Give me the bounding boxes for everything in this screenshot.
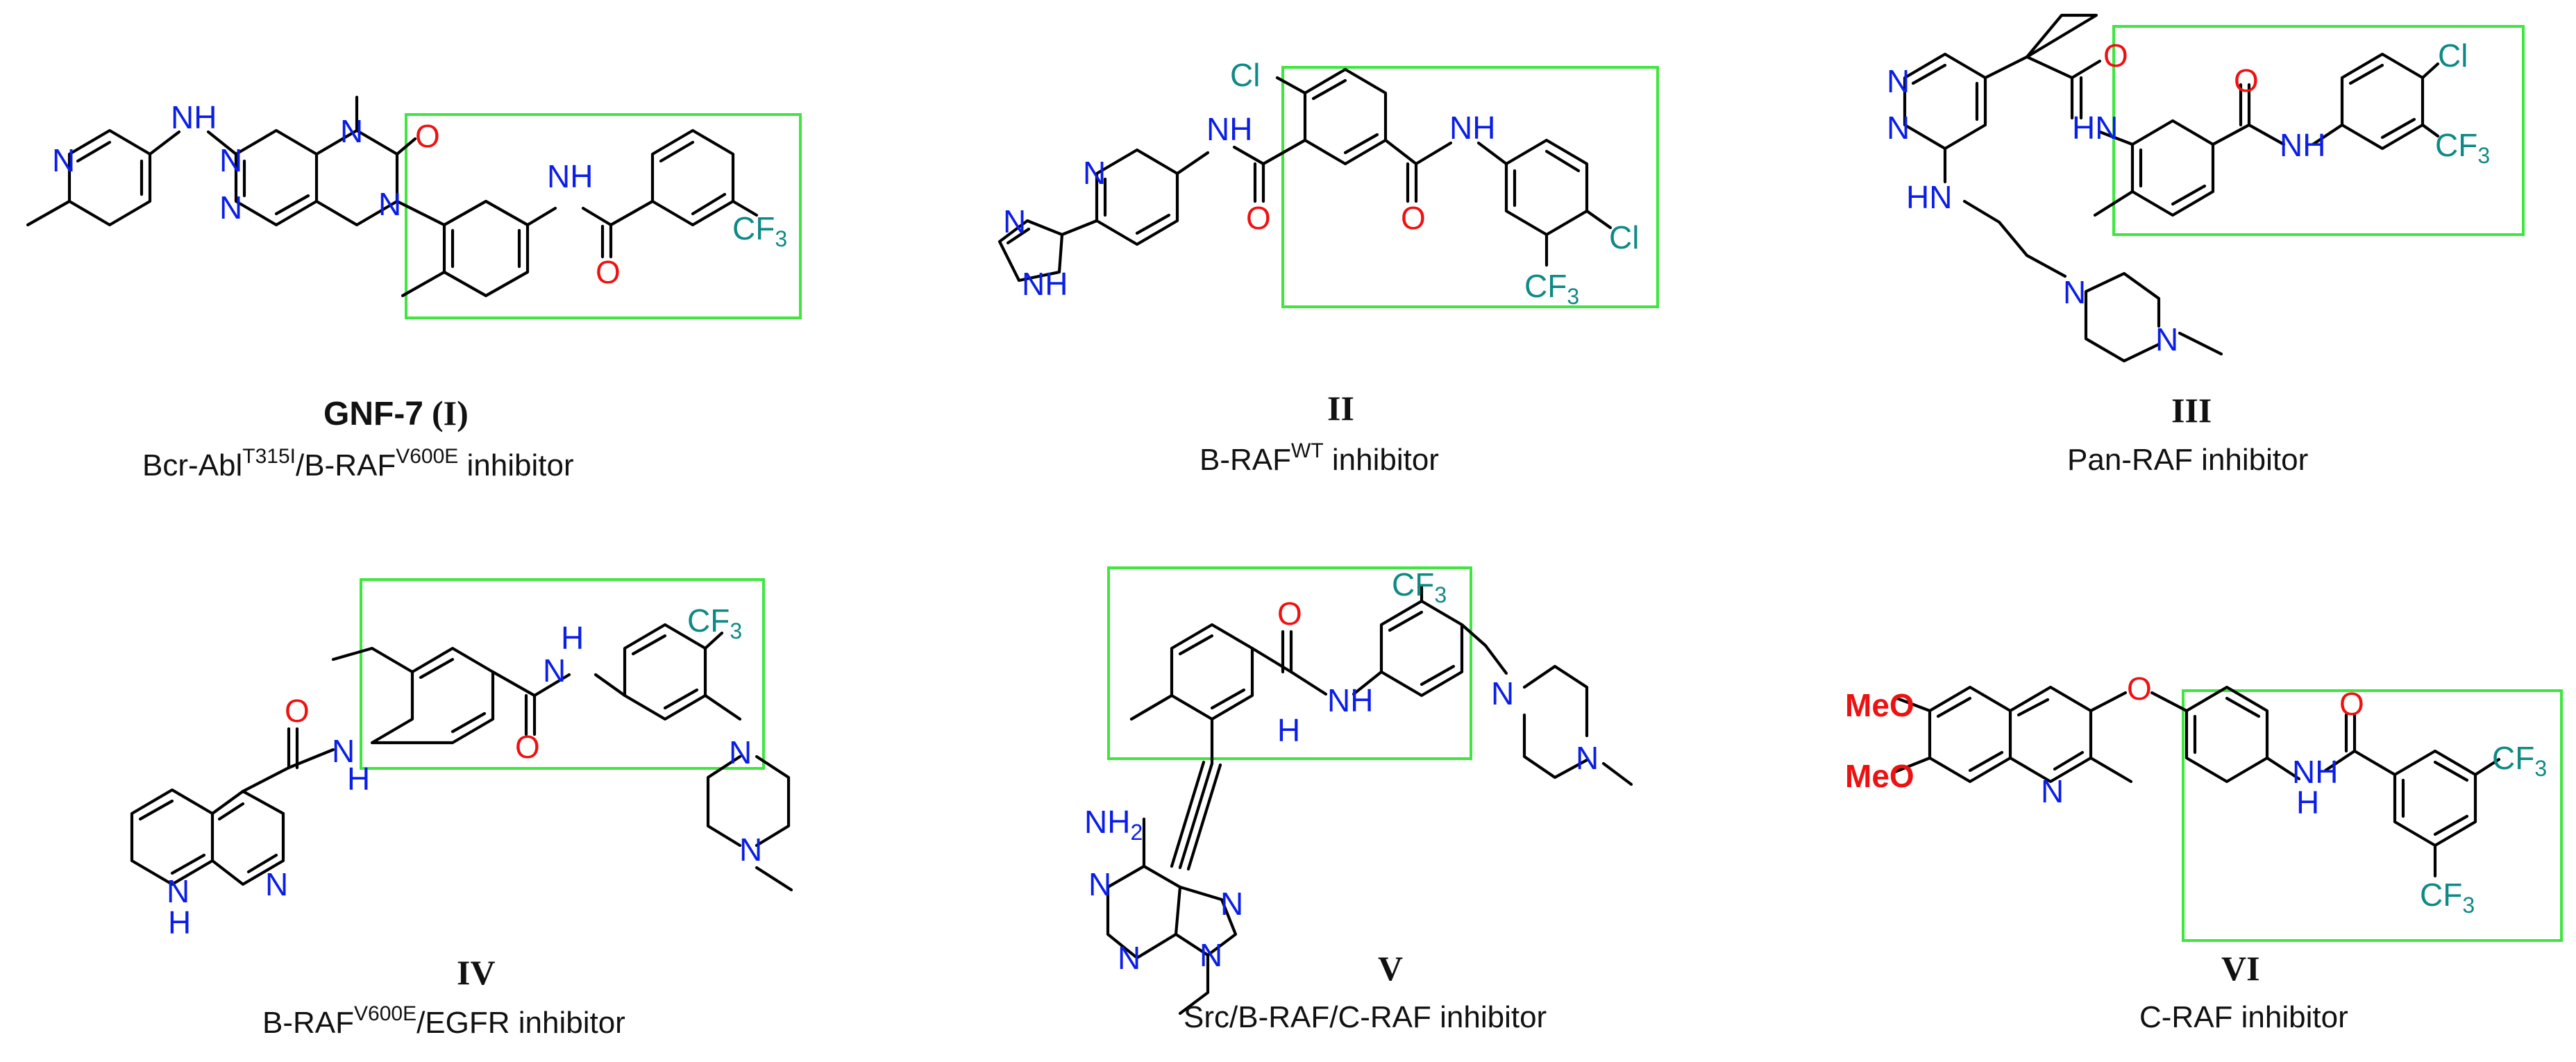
atom-n: N bbox=[2063, 274, 2086, 310]
compound-VI-structure: MeO MeO N O NH H O CF3 CF3 VI C-RAF inhi… bbox=[1845, 671, 2563, 1034]
atom-h: H bbox=[347, 761, 370, 797]
atom-cl: Cl bbox=[1609, 219, 1639, 255]
compound-caption: C-RAF inhibitor bbox=[2139, 1000, 2348, 1034]
pharmacophore-box bbox=[2112, 25, 2525, 236]
atom-cl: Cl bbox=[1230, 57, 1260, 93]
atom-nh: NH bbox=[1327, 682, 1373, 718]
atom-h: H bbox=[2296, 784, 2319, 820]
compound-label: II bbox=[1327, 389, 1354, 428]
atom-h: H bbox=[561, 620, 584, 656]
atom-n: N bbox=[167, 873, 190, 909]
compound-caption: Bcr-AblT315I/B-RAFV600E inhibitor bbox=[142, 445, 574, 482]
atom-nh-amide: NH bbox=[547, 158, 593, 194]
atom-hn: HN bbox=[2072, 110, 2118, 146]
cf3-group: CF3 bbox=[1524, 268, 1579, 309]
compound-caption: Pan-RAF inhibitor bbox=[2067, 443, 2308, 477]
methoxy-group: MeO bbox=[1845, 687, 1914, 723]
atom-o: O bbox=[285, 693, 310, 729]
cf3-group: CF3 bbox=[2492, 740, 2547, 781]
pharmacophore-box bbox=[2182, 689, 2563, 942]
compound-III-structure: N N O HN HN N N O NH Cl CF3 III Pan-RAF … bbox=[1887, 13, 2525, 477]
cf3-group: CF3 bbox=[2435, 127, 2490, 168]
pharmacophore-box bbox=[360, 578, 765, 770]
atom-nh: NH bbox=[1022, 266, 1068, 302]
atom-n: N bbox=[1118, 940, 1140, 976]
pharmacophore-box bbox=[1107, 566, 1472, 760]
atom-o: O bbox=[1246, 200, 1271, 236]
atom-n: N bbox=[739, 832, 762, 868]
atom-n: N bbox=[1576, 740, 1599, 776]
atom-n: N bbox=[219, 189, 242, 226]
atom-o: O bbox=[1401, 200, 1426, 236]
atom-hn: HN bbox=[1906, 179, 1952, 215]
atom-n: N bbox=[340, 113, 363, 149]
compound-label: VI bbox=[2221, 949, 2260, 988]
cf3-group: CF3 bbox=[687, 602, 742, 643]
compound-V-structure: NH2 N N N N O NH H CF3 N N V Src/B-RAF/C… bbox=[1084, 566, 1633, 1034]
atom-n: N bbox=[1887, 110, 1910, 146]
atom-n: N bbox=[1491, 675, 1514, 711]
atom-n: N bbox=[1220, 886, 1243, 922]
atom-nh: NH bbox=[2280, 127, 2325, 163]
atom-n: N bbox=[543, 652, 566, 689]
atom-n: N bbox=[378, 186, 401, 222]
atom-n: N bbox=[332, 733, 355, 769]
atom-n: N bbox=[1088, 866, 1111, 902]
compound-caption: B-RAFWT inhibitor bbox=[1199, 439, 1439, 477]
atom-o: O bbox=[2103, 37, 2128, 74]
atom-h: H bbox=[1277, 712, 1300, 748]
cf3-group: CF3 bbox=[1392, 566, 1447, 607]
atom-o: O bbox=[415, 118, 440, 154]
atom-n: N bbox=[1199, 937, 1222, 973]
atom-nh: NH bbox=[1206, 111, 1252, 147]
compound-caption: B-RAFV600E/EGFR inhibitor bbox=[262, 1002, 625, 1040]
compound-IV-structure: N H N O N H H N O CF3 N N IV B-RAFV600E/… bbox=[130, 578, 793, 1040]
cf3-group: CF3 bbox=[2420, 877, 2475, 918]
compound-II-structure: N NH N NH O Cl O NH Cl CF3 II B-RAFWT in… bbox=[997, 57, 1659, 477]
compound-label: IV bbox=[457, 953, 496, 992]
atom-n: N bbox=[265, 866, 288, 902]
atom-n: N bbox=[2041, 773, 2064, 809]
atom-n: N bbox=[1083, 155, 1106, 191]
atom-nh2: NH2 bbox=[1084, 804, 1143, 845]
compound-caption: Src/B-RAF/C-RAF inhibitor bbox=[1184, 1000, 1547, 1034]
atom-nh: NH bbox=[2292, 754, 2338, 790]
atom-n: N bbox=[729, 734, 752, 770]
atom-o: O bbox=[515, 729, 540, 765]
cf3-group: CF3 bbox=[732, 210, 787, 251]
atom-o: O bbox=[2127, 671, 2152, 707]
atom-n: N bbox=[1887, 63, 1910, 99]
atom-cl: Cl bbox=[2438, 37, 2468, 74]
atom-n: N bbox=[219, 142, 242, 178]
atom-o: O bbox=[2234, 62, 2259, 99]
methoxy-group: MeO bbox=[1845, 758, 1914, 794]
atom-n: N bbox=[2155, 321, 2178, 357]
atom-o: O bbox=[1277, 596, 1302, 632]
atom-nh: NH bbox=[1449, 110, 1495, 146]
compound-I-structure: N NH N N N N O NH O CF3 GNF-7(I) Bcr-Abl… bbox=[26, 95, 802, 482]
atom-o: O bbox=[596, 254, 621, 290]
atom-h: H bbox=[168, 904, 191, 941]
pharmacophore-box bbox=[1281, 66, 1659, 308]
atom-n: N bbox=[52, 142, 75, 178]
atom-n: N bbox=[1003, 203, 1026, 239]
compound-label: V bbox=[1378, 949, 1403, 988]
compound-name: GNF-7(I) bbox=[323, 394, 469, 432]
atom-o: O bbox=[2339, 686, 2364, 722]
pharmacophore-box bbox=[405, 113, 802, 319]
atom-nh: NH bbox=[171, 99, 217, 135]
compound-label: III bbox=[2171, 391, 2212, 430]
